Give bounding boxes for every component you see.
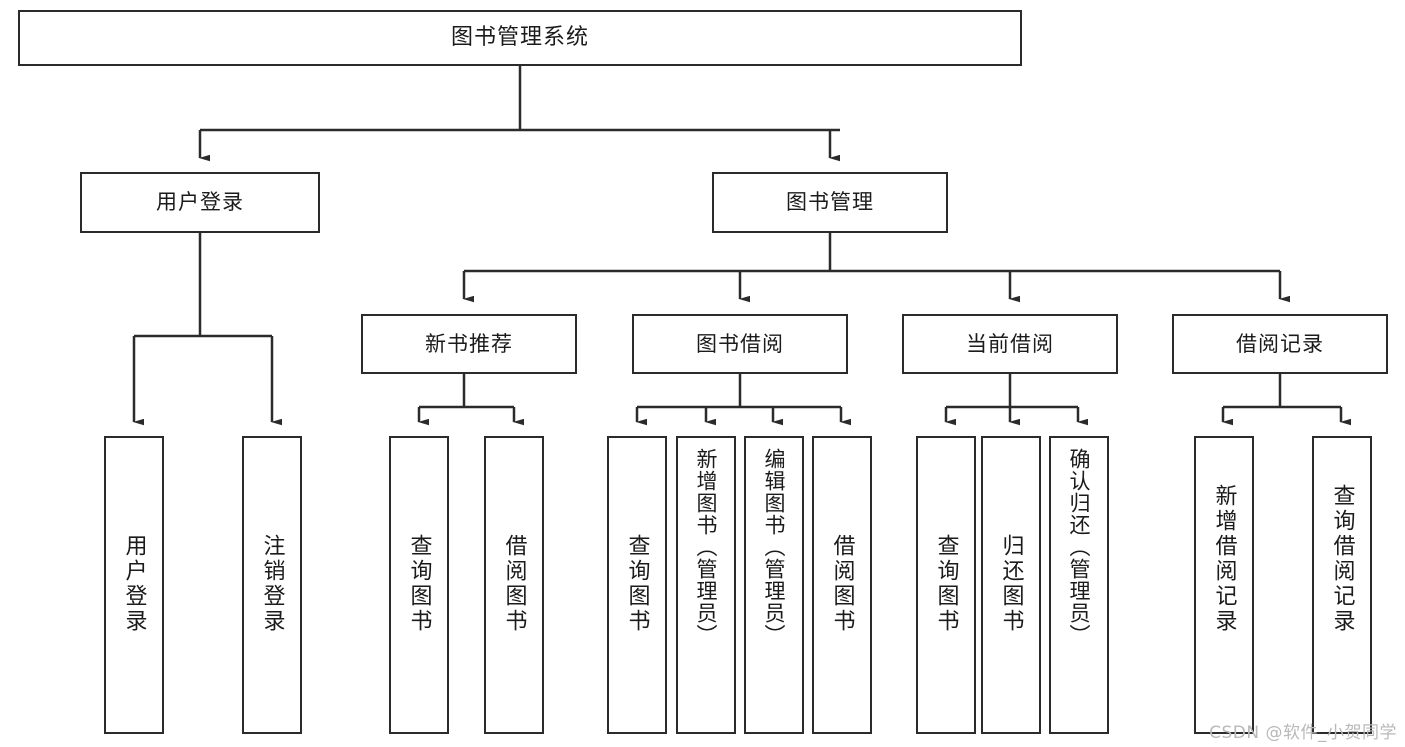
watermark: CSDN @软件_小贺同学 [1209,723,1397,743]
node-current-borrow[interactable]: 当前借阅 [902,314,1118,374]
node-leaf-query-book-2[interactable]: 查询图书 [607,436,667,734]
node-leaf-return-book-label: 归还图书 [998,534,1024,634]
node-book-borrow[interactable]: 图书借阅 [632,314,848,374]
node-leaf-add-record-label: 新增借阅记录 [1211,484,1237,634]
node-new-book-recommend[interactable]: 新书推荐 [361,314,577,374]
node-root-label: 图书管理系统 [450,25,589,51]
node-root[interactable]: 图书管理系统 [18,10,1022,66]
node-leaf-query-book-3-label: 查询图书 [933,534,959,634]
node-leaf-query-record[interactable]: 查询借阅记录 [1312,436,1372,734]
node-leaf-query-book-1[interactable]: 查询图书 [389,436,449,734]
node-borrow-record-label: 借阅记录 [1236,331,1324,356]
node-leaf-logout-login-label: 注销登录 [259,534,285,634]
node-book-management-label: 图书管理 [786,190,874,215]
node-book-borrow-label: 图书借阅 [696,331,784,356]
node-leaf-add-book[interactable]: 新增图书（管理员） [676,436,736,734]
node-leaf-borrow-book-2[interactable]: 借阅图书 [812,436,872,734]
node-leaf-edit-book-label: 编辑图书（管理员） [762,448,787,646]
node-leaf-query-book-2-label: 查询图书 [624,534,650,634]
node-leaf-query-book-1-label: 查询图书 [406,534,432,634]
node-leaf-add-record[interactable]: 新增借阅记录 [1194,436,1254,734]
node-leaf-confirm-return[interactable]: 确认归还（管理员） [1049,436,1109,734]
node-current-borrow-label: 当前借阅 [966,331,1054,356]
node-leaf-borrow-book-2-label: 借阅图书 [829,534,855,634]
node-leaf-logout-login[interactable]: 注销登录 [242,436,302,734]
node-user-login-label: 用户登录 [156,190,244,215]
node-leaf-user-login[interactable]: 用户登录 [104,436,164,734]
node-leaf-add-book-label: 新增图书（管理员） [694,448,719,646]
node-leaf-return-book[interactable]: 归还图书 [981,436,1041,734]
node-leaf-user-login-label: 用户登录 [121,534,147,634]
node-leaf-borrow-book-1-label: 借阅图书 [501,534,527,634]
node-leaf-confirm-return-label: 确认归还（管理员） [1067,448,1092,646]
node-leaf-edit-book[interactable]: 编辑图书（管理员） [744,436,804,734]
node-leaf-query-book-3[interactable]: 查询图书 [916,436,976,734]
node-new-book-recommend-label: 新书推荐 [425,331,513,356]
node-leaf-borrow-book-1[interactable]: 借阅图书 [484,436,544,734]
node-user-login[interactable]: 用户登录 [80,172,320,233]
node-book-management[interactable]: 图书管理 [712,172,948,233]
node-leaf-query-record-label: 查询借阅记录 [1329,484,1355,634]
node-borrow-record[interactable]: 借阅记录 [1172,314,1388,374]
